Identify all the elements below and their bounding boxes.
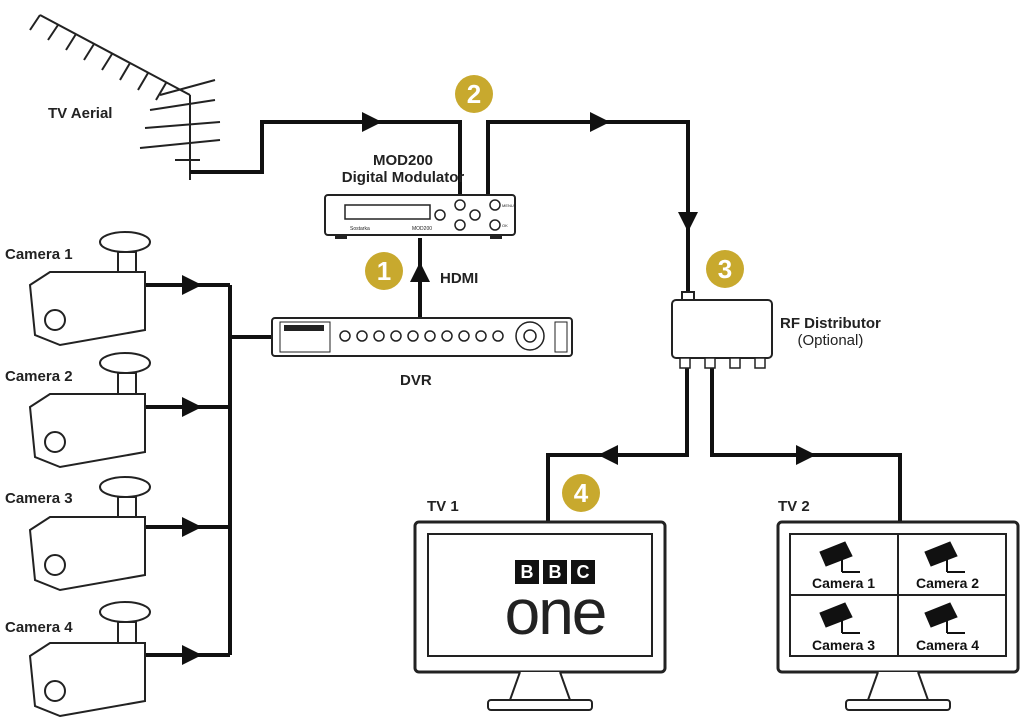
step-badge-1: 1 [365, 252, 403, 290]
modulator-label: MOD200 Digital Modulator [338, 152, 468, 187]
bbc-one-logo: B B C one [500, 560, 610, 644]
modulator-ok: OK [502, 223, 508, 228]
tv2-cell-camera-2: Camera 2 [916, 575, 980, 591]
tv-1-screen [413, 520, 667, 711]
tv-aerial-icon [29, 14, 221, 180]
hdmi-label: HDMI [440, 270, 479, 287]
bbc-one-word: one [504, 576, 608, 648]
tv2-cell-camera-3: Camera 3 [812, 637, 876, 653]
tv-aerial-label: TV Aerial [48, 105, 113, 122]
bbc-letter-b1: B [515, 560, 539, 584]
dvr-label: DVR [400, 372, 432, 389]
tv-1-label: TV 1 [427, 498, 459, 515]
rf-distributor-title: RF Distributor [780, 315, 881, 332]
bbc-letter-c: C [571, 560, 595, 584]
camera-3-icon [28, 476, 151, 592]
camera-1-label: Camera 1 [5, 246, 73, 263]
camera-1-icon [28, 231, 151, 347]
tv-2-screen [776, 520, 1020, 711]
dvr-device [271, 317, 573, 357]
camera-2-label: Camera 2 [5, 368, 73, 385]
modulator-model: MOD200 [412, 226, 432, 232]
modulator-menu: MENU [502, 203, 514, 208]
tv2-cell-camera-4: Camera 4 [916, 637, 980, 653]
rf-distributor-device [671, 291, 773, 369]
tv-2-label: TV 2 [778, 498, 810, 515]
modulator-label-line2: Digital Modulator [341, 169, 465, 187]
camera-3-label: Camera 3 [5, 490, 73, 507]
rf-distributor-optional: (Optional) [797, 332, 864, 350]
connection-lines [145, 112, 902, 665]
camera-2-icon [28, 352, 151, 469]
tv2-cell-camera-1: Camera 1 [812, 575, 876, 591]
modulator-label-line1: MOD200 [372, 152, 434, 169]
cctv-icon [819, 541, 965, 634]
rf-distributor-label: RF Distributor (Optional) [780, 315, 881, 350]
camera-4-icon [28, 601, 151, 717]
step-badge-2: 2 [455, 75, 493, 113]
bbc-letter-b2: B [543, 560, 567, 584]
modulator-device: Sostarka MOD200 MENU OK [324, 194, 516, 239]
modulator-brand: Sostarka [350, 226, 370, 232]
step-badge-3: 3 [706, 250, 744, 288]
camera-4-label: Camera 4 [5, 619, 73, 636]
step-badge-4: 4 [562, 474, 600, 512]
